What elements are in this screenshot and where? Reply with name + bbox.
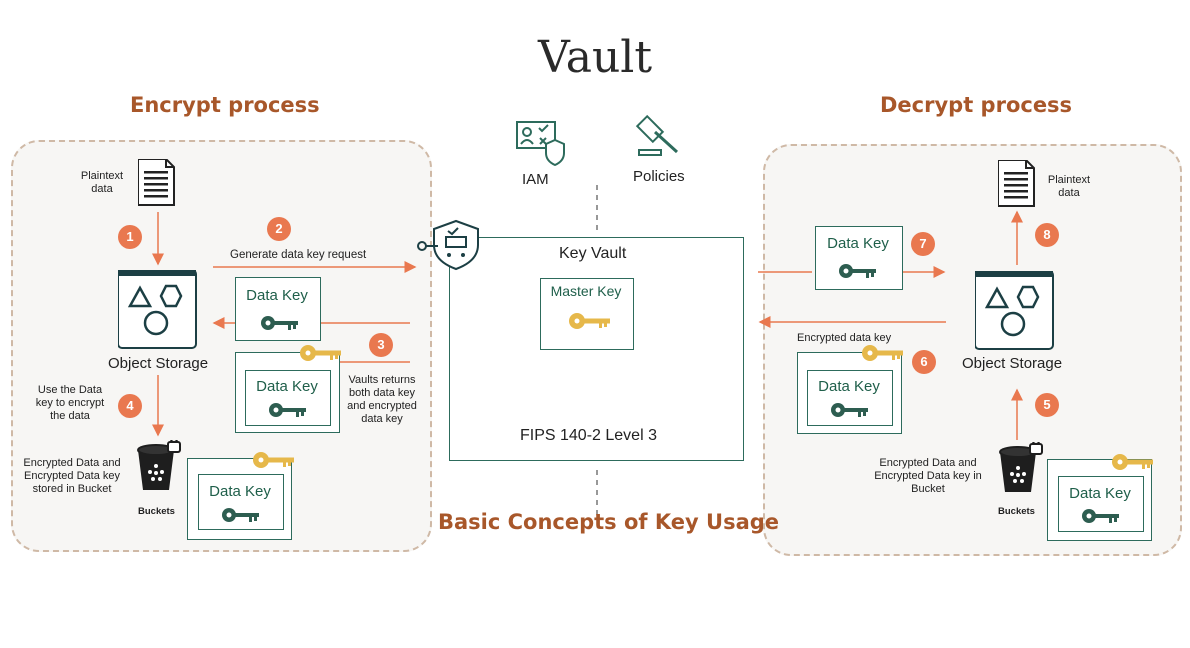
- vault-shield-icon: [417, 219, 479, 271]
- step-7-badge: 7: [911, 232, 935, 256]
- step-3-badge: 3: [369, 333, 393, 357]
- decrypt-object-storage-label: Object Storage: [962, 355, 1063, 372]
- decrypt-data-key-label: Data Key: [827, 235, 889, 252]
- decrypt-buckets-label: Buckets: [998, 506, 1035, 517]
- decrypt-inner-data-key-icon: [831, 403, 868, 417]
- gavel-icon: [635, 114, 679, 156]
- step-2-label: Generate data key request: [230, 249, 367, 261]
- encrypt-bucket-icon: [137, 440, 181, 491]
- encrypt-object-storage-label: Object Storage: [108, 355, 209, 372]
- bottom-title: Basic Concepts of Key Usage: [438, 510, 780, 534]
- step-6-badge: 6: [912, 350, 936, 374]
- decrypt-bucket-data-key-label: Data Key: [1069, 485, 1131, 502]
- encrypt-bucket-data-key-label: Data Key: [209, 483, 271, 500]
- decrypt-process-title: Decrypt process: [880, 93, 1073, 117]
- decrypt-bucket-data-key-icon: [1082, 509, 1119, 523]
- encrypt-inner-data-key-box: [245, 370, 331, 426]
- decrypt-encrypted-data-key-label: Encrypted data key: [797, 332, 892, 344]
- encrypt-gold-key-icon: [300, 345, 341, 361]
- encrypt-process-title: Encrypt process: [130, 93, 320, 117]
- decrypt-bucket-data-key-box: [1058, 476, 1144, 532]
- decrypt-data-key-icon: [839, 264, 876, 278]
- page-title: Vault: [537, 32, 653, 83]
- decrypt-bucket-icon: [999, 442, 1043, 493]
- policies-label: Policies: [633, 168, 685, 185]
- encrypt-inner-data-key-icon: [269, 403, 306, 417]
- decrypt-object-storage-icon: [975, 271, 1055, 351]
- step-2-badge: 2: [267, 217, 291, 241]
- encrypt-bucket-note: Encrypted Data and Encrypted Data key st…: [23, 457, 121, 495]
- master-key-label: Master Key: [550, 283, 622, 299]
- step-8-badge: 8: [1035, 223, 1059, 247]
- decrypt-data-key-box: [815, 226, 903, 290]
- step-1-badge: 1: [118, 225, 142, 249]
- center-divider: [596, 185, 598, 515]
- encrypt-plaintext-label: Plaintext data: [80, 170, 124, 195]
- encrypt-buckets-label: Buckets: [138, 506, 175, 517]
- decrypt-plaintext-label: Plaintext data: [1047, 174, 1091, 199]
- decrypt-gold-key-icon: [862, 345, 903, 361]
- decrypt-inner-data-key-label: Data Key: [818, 378, 880, 395]
- step-4-badge: 4: [118, 394, 142, 418]
- master-key-box: [540, 278, 634, 350]
- step-3-label: Vaults returns both data key and encrypt…: [347, 374, 417, 425]
- decrypt-bucket-gold-key-icon: [1112, 454, 1153, 470]
- encrypt-data-key-icon: [261, 316, 298, 330]
- encrypt-bucket-data-key-box: [198, 474, 284, 530]
- encrypt-data-key-label: Data Key: [246, 287, 308, 304]
- decrypt-bucket-note: Encrypted Data and Encrypted Data key in…: [874, 457, 982, 495]
- step-4-label: Use the Data key to encrypt the data: [35, 384, 105, 422]
- step-5-badge: 5: [1035, 393, 1059, 417]
- decrypt-document-icon: [998, 160, 1035, 207]
- key-vault-label: Key Vault: [559, 245, 627, 262]
- encrypt-bucket-gold-key-icon: [253, 452, 294, 468]
- encrypt-bucket-data-key-icon: [222, 508, 259, 522]
- iam-label: IAM: [522, 171, 549, 188]
- iam-icon: [516, 121, 565, 166]
- decrypt-inner-data-key-box: [807, 370, 893, 426]
- fips-label: FIPS 140-2 Level 3: [520, 427, 657, 444]
- encrypt-data-key-box: [235, 277, 321, 341]
- encrypt-inner-data-key-label: Data Key: [256, 378, 318, 395]
